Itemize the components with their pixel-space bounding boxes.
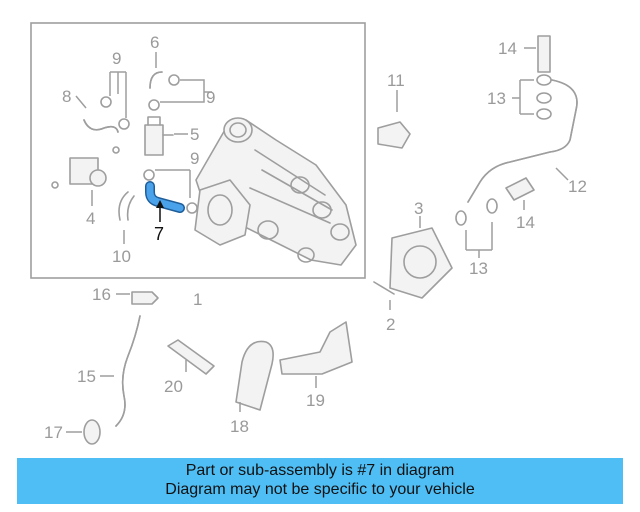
- label-16: 16: [92, 285, 111, 304]
- part-16-gasket: [131, 291, 159, 305]
- part-3-gasket: [389, 227, 453, 299]
- part-18-bracket: [235, 340, 274, 411]
- part-14-bolt-top: [537, 35, 551, 73]
- assembly-box: [30, 22, 366, 279]
- part-5-valve: [144, 124, 164, 156]
- part-11-bracket: [377, 121, 411, 149]
- label-12: 12: [568, 177, 587, 196]
- label-2: 2: [386, 315, 395, 334]
- part-10-clip: [118, 191, 135, 221]
- label-10: 10: [112, 247, 131, 266]
- clamp-9a-icon: [100, 96, 112, 108]
- part-7-hose[interactable]: [145, 181, 185, 213]
- label-14b: 14: [516, 213, 535, 232]
- label-9b: 9: [206, 88, 215, 107]
- label-15: 15: [77, 367, 96, 386]
- label-9c: 9: [190, 149, 199, 168]
- part-2-stud: [373, 281, 395, 295]
- label-4: 4: [86, 209, 95, 228]
- turbocharger-assembly: [194, 117, 357, 266]
- label-13b: 13: [469, 259, 488, 278]
- washer-13a-icon: [536, 74, 552, 86]
- label-1: 1: [193, 290, 202, 309]
- label-18: 18: [230, 417, 249, 436]
- label-7: 7: [154, 224, 164, 244]
- clamp-9b-icon: [118, 118, 130, 130]
- part-17-gasket: [83, 419, 101, 445]
- part-19-bracket: [279, 321, 353, 375]
- label-3: 3: [414, 199, 423, 218]
- label-20: 20: [164, 377, 183, 396]
- label-17: 17: [44, 423, 63, 442]
- part-14-fitting: [505, 177, 535, 201]
- label-11: 11: [387, 71, 405, 90]
- label-14a: 14: [498, 39, 517, 58]
- info-banner: Part or sub-assembly is #7 in diagram Di…: [17, 458, 623, 504]
- part-20-bracket: [167, 339, 215, 375]
- label-8: 8: [62, 87, 71, 106]
- banner-line-1: Part or sub-assembly is #7 in diagram: [185, 462, 455, 479]
- label-9a: 9: [112, 49, 121, 68]
- banner-line-2: Diagram may not be specific to your vehi…: [165, 481, 475, 498]
- label-19: 19: [306, 391, 325, 410]
- label-13a: 13: [487, 89, 506, 108]
- label-6: 6: [150, 33, 159, 52]
- part-8-hose: [83, 119, 119, 133]
- label-5: 5: [190, 125, 199, 144]
